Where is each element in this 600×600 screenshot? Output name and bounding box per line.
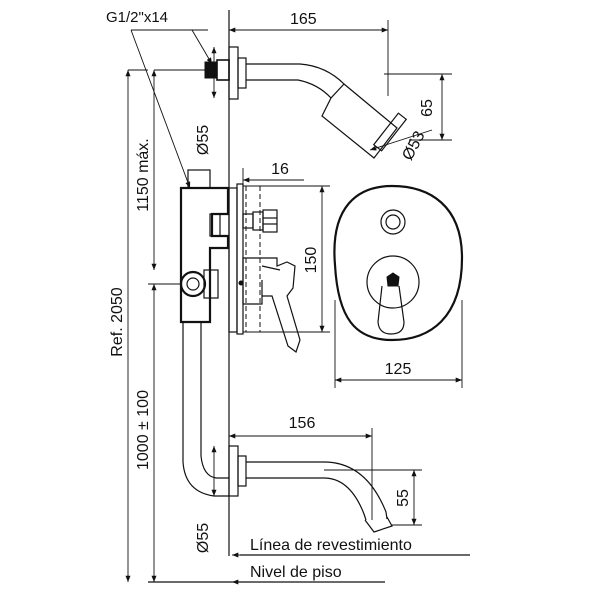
- dim-150: 150: [303, 247, 320, 274]
- dim-d55-top: Ø55: [195, 125, 212, 155]
- dim-55: 55: [395, 489, 412, 507]
- dim-156: 156: [289, 415, 316, 432]
- front-escutcheon: [333, 184, 464, 342]
- shower-head: [321, 83, 408, 159]
- mixer-body: [179, 169, 261, 335]
- thread-label: G1/2"x14: [106, 9, 168, 26]
- dim-d55-bottom: Ø55: [195, 523, 212, 553]
- linea-revestimiento-label: Línea de revestimiento: [250, 537, 412, 554]
- lever-handle-side: [242, 257, 301, 353]
- diverter-knob-side: [242, 209, 278, 233]
- riser-pipe: [182, 322, 229, 497]
- dim-1150: 1150 máx.: [135, 138, 152, 212]
- dim-ref-2050: Ref. 2050: [109, 287, 126, 356]
- dim-1000: 1000 ± 100: [135, 390, 152, 470]
- dim-125: 125: [385, 361, 412, 378]
- nivel-piso-label: Nivel de piso: [250, 564, 342, 581]
- shower-arm: [204, 46, 345, 100]
- bath-spout: [228, 445, 393, 533]
- dim-65: 65: [419, 99, 436, 117]
- dim-16: 16: [271, 161, 289, 178]
- dim-d53: Ø53: [399, 128, 428, 163]
- dim-165: 165: [290, 11, 317, 28]
